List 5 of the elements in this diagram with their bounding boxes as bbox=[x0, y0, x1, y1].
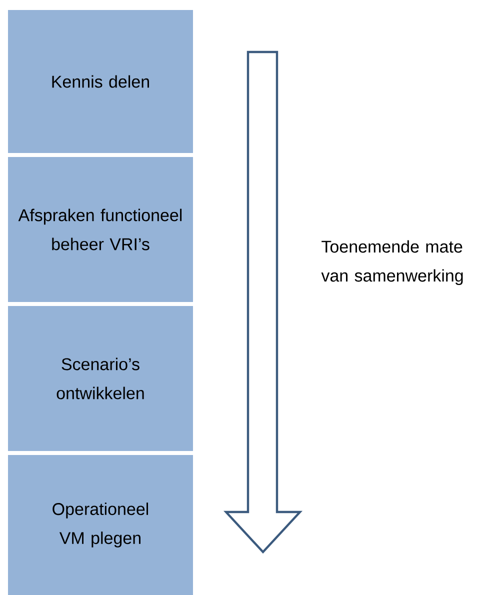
process-box: Kennis delen bbox=[8, 10, 193, 153]
process-box: Afspraken functioneel beheer VRI’s bbox=[8, 157, 193, 302]
side-label: Toenemende mate van samenwerking bbox=[321, 240, 463, 286]
process-box: Operationeel VM plegen bbox=[8, 455, 193, 595]
process-box: Scenario’s ontwikkelen bbox=[8, 306, 193, 451]
